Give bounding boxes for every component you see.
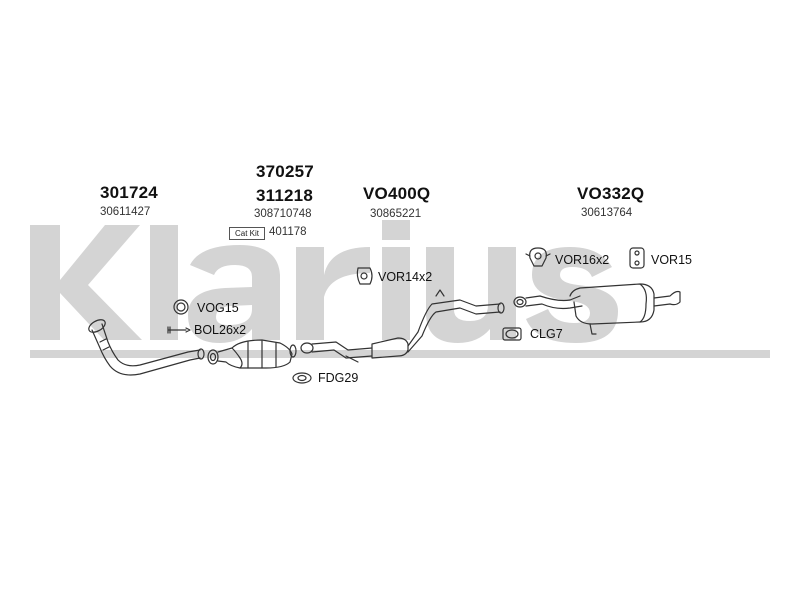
clg7-label: CLG7 bbox=[530, 327, 563, 341]
fdg29-label: FDG29 bbox=[318, 371, 359, 385]
rear-silencer-part-number: VO332Q bbox=[577, 184, 645, 203]
klarius-watermark-logo bbox=[30, 220, 770, 358]
rubber-mount-single-icon bbox=[629, 247, 645, 269]
middle-section-drawing bbox=[300, 289, 505, 363]
catalyst-oe-number: 308710748 bbox=[254, 208, 312, 220]
front-pipe-oe-number: 30611427 bbox=[100, 206, 151, 218]
clamp-icon bbox=[502, 327, 522, 341]
front-pipe-drawing bbox=[88, 319, 205, 376]
flange-gasket-icon bbox=[292, 372, 312, 384]
cat-kit-number: 401178 bbox=[269, 226, 307, 238]
vor15-label: VOR15 bbox=[651, 253, 692, 267]
rubber-mount-pair-icon bbox=[525, 247, 551, 267]
middle-section-oe-number: 30865221 bbox=[370, 208, 422, 220]
vor16x2-label: VOR16x2 bbox=[555, 253, 610, 267]
vog15-label: VOG15 bbox=[197, 301, 239, 315]
bol26x2-label: BOL26x2 bbox=[194, 323, 247, 337]
front-pipe-part-number: 301724 bbox=[100, 183, 158, 202]
cat-kit-box: Cat Kit bbox=[229, 227, 265, 240]
vor14x2-label: VOR14x2 bbox=[378, 270, 433, 284]
rubber-mount-icon bbox=[356, 267, 373, 285]
rear-silencer-drawing bbox=[513, 283, 681, 335]
catalyst-part-number: 311218 bbox=[256, 186, 313, 205]
catalyst-drawing bbox=[207, 339, 297, 369]
bolt-icon bbox=[167, 326, 191, 334]
gasket-ring-icon bbox=[173, 299, 189, 315]
catalyst-alt-part-number: 370257 bbox=[256, 162, 314, 181]
rear-silencer-oe-number: 30613764 bbox=[581, 207, 633, 219]
middle-section-part-number: VO400Q bbox=[363, 184, 431, 203]
